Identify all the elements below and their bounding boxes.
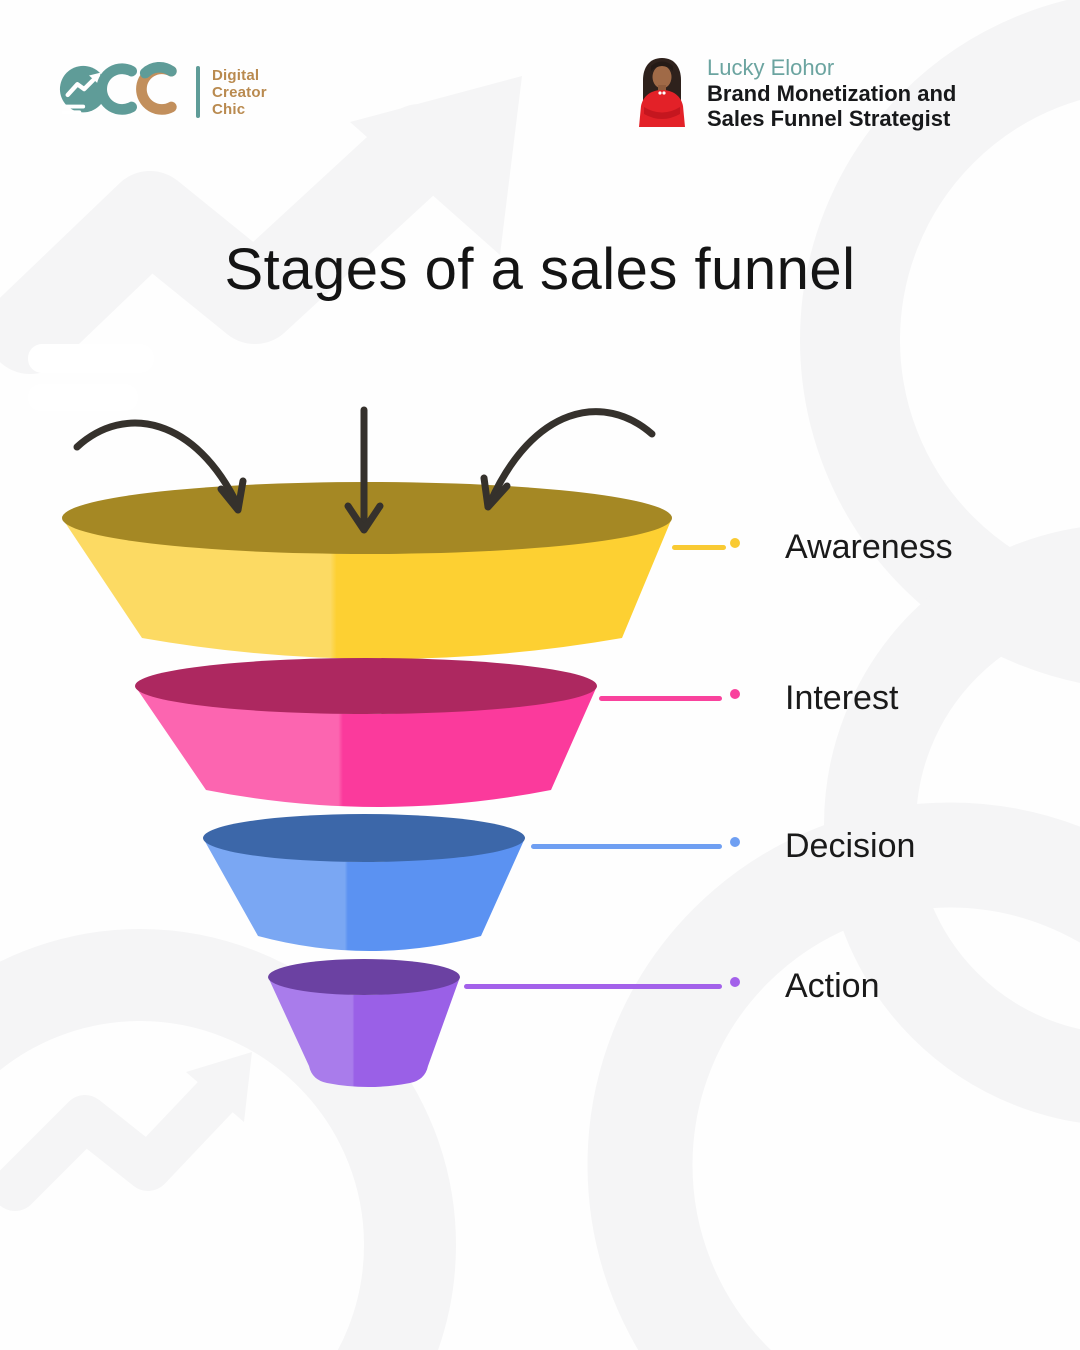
- stage-label-decision: Decision: [785, 827, 916, 865]
- logo-text-line: Creator: [212, 83, 267, 101]
- brand-logo-mark-icon: [59, 62, 177, 115]
- author-name: Lucky Elohor: [707, 55, 835, 80]
- connector-ring-icon: [730, 538, 740, 548]
- watermark-zigzag-arrow-icon: [0, 76, 522, 411]
- brand-logo: Digital Creator Chic: [58, 60, 267, 124]
- watermark-c-ring: [0, 929, 456, 1350]
- incoming-arrows: [73, 406, 656, 534]
- stage-label-interest: Interest: [785, 679, 899, 717]
- funnel-stage-action: [268, 959, 460, 1087]
- incoming-arrow-center-icon: [344, 406, 384, 534]
- connector-line-interest: [599, 696, 722, 701]
- avatar: [639, 58, 685, 127]
- connector-line-action: [464, 984, 722, 989]
- author-block: Lucky Elohor Brand Monetization and Sale…: [633, 55, 956, 131]
- connector-ring-icon: [730, 689, 740, 699]
- author-role-line1: Brand Monetization and: [707, 81, 957, 106]
- watermark-zigzag-arrow-icon: [0, 1052, 252, 1211]
- watermark-c-ring: [800, 0, 1080, 683]
- connector-line-decision: [531, 844, 722, 849]
- connector-ring-icon: [730, 837, 740, 847]
- incoming-arrow-left-icon: [73, 419, 247, 514]
- incoming-arrow-right-icon: [480, 408, 656, 511]
- logo-text-line: Chic: [212, 100, 246, 118]
- logo-divider: [196, 66, 200, 118]
- author-role-line2: Sales Funnel Strategist: [707, 106, 951, 131]
- watermark-c-ring: [587, 802, 1080, 1350]
- logo-text-line: Digital: [212, 66, 260, 84]
- connector-line-awareness: [672, 545, 726, 550]
- funnel-stage-decision: [203, 814, 525, 951]
- stage-label-awareness: Awareness: [785, 528, 953, 566]
- funnel-stage-interest: [135, 658, 597, 807]
- connector-ring-icon: [730, 977, 740, 987]
- stage-label-action: Action: [785, 967, 880, 1005]
- page-title: Stages of a sales funnel: [224, 237, 856, 302]
